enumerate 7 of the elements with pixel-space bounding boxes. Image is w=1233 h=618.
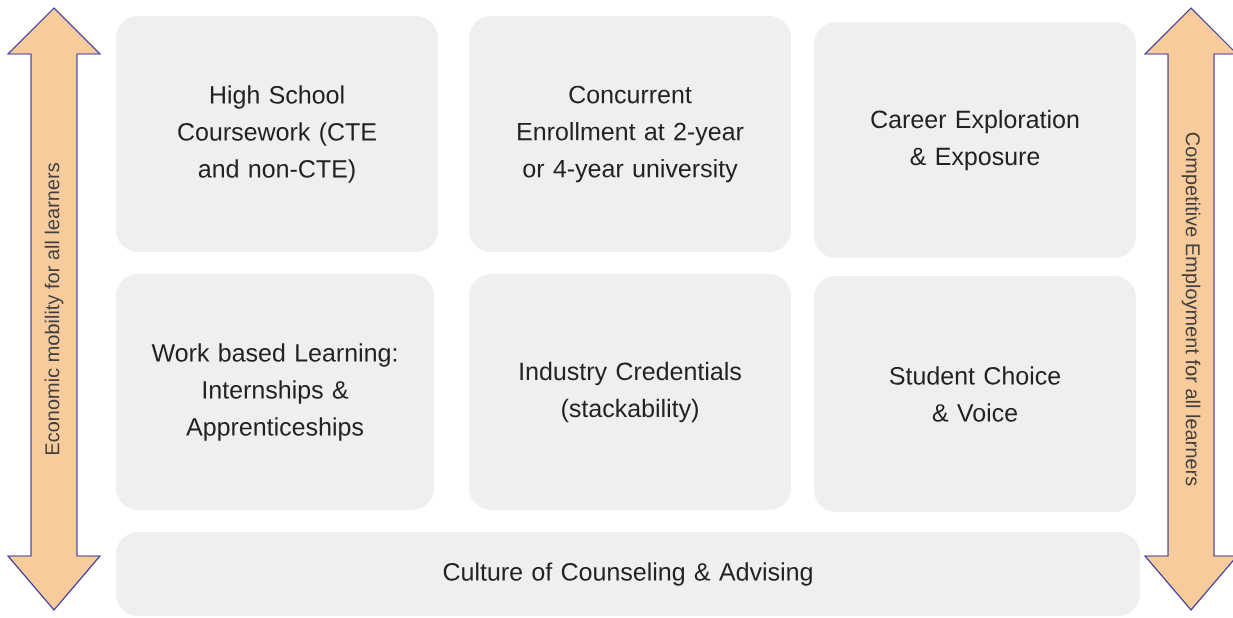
text-box: Work based Learning: Internships & Apprenticeships bbox=[116, 274, 434, 510]
text-box: Career Exploration & Exposure bbox=[814, 22, 1136, 258]
text-box: Culture of Counseling & Advising bbox=[116, 532, 1140, 616]
text-box: Industry Credentials (stackability) bbox=[469, 274, 791, 510]
text-box: Concurrent Enrollment at 2-year or 4-year university bbox=[469, 16, 791, 252]
text-box: Student Choice & Voice bbox=[814, 276, 1136, 512]
text-box: High School Coursework (CTE and non-CTE) bbox=[116, 16, 438, 252]
